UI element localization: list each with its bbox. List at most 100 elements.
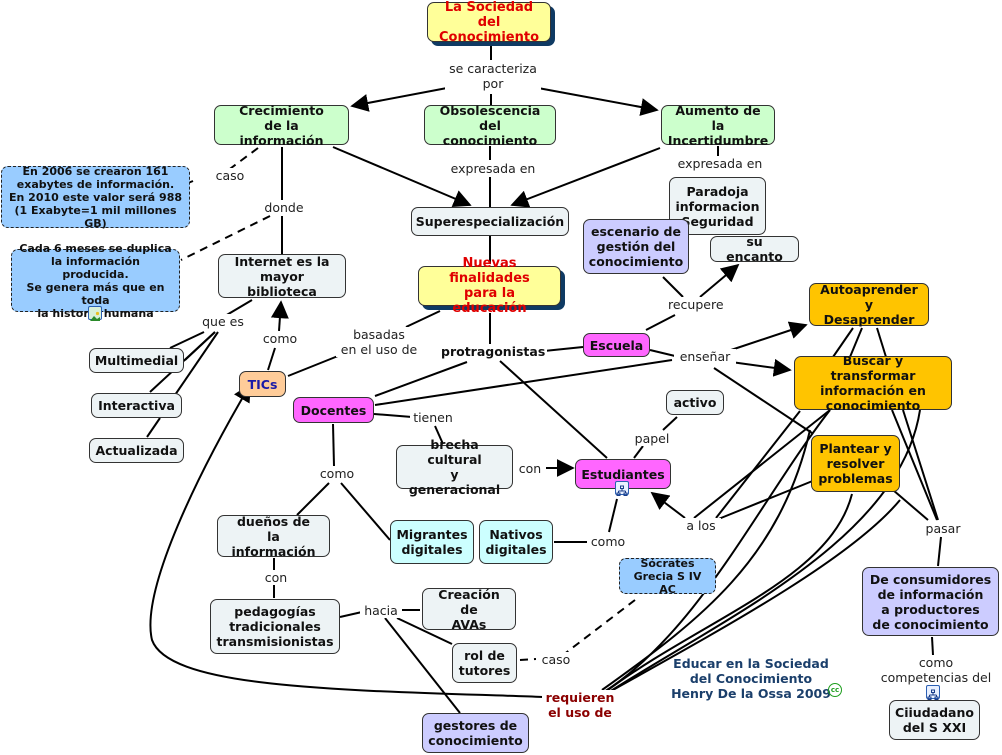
- link-label-a-los: a los: [681, 518, 721, 533]
- connector: [373, 413, 413, 418]
- connector: [715, 410, 801, 519]
- title-node[interactable]: La Sociedad del Conocimiento: [427, 0, 551, 45]
- node-internet[interactable]: Internet es la mayor biblioteca: [218, 254, 346, 299]
- connector: [645, 314, 676, 331]
- link-label-con: con: [514, 461, 546, 476]
- connector: [662, 416, 678, 431]
- node-docentes[interactable]: Docentes: [293, 397, 374, 423]
- dashed-connector: [562, 599, 636, 656]
- link-label-hacia: hacia: [360, 603, 402, 618]
- node-ciudadano[interactable]: Ciiudadano del S XXI: [889, 700, 980, 740]
- link-label-protagonistas: protragonistas: [439, 344, 547, 359]
- connector: [374, 361, 468, 397]
- connector: [892, 489, 929, 521]
- node-interactiva[interactable]: Interactiva: [91, 393, 182, 418]
- connector-arrow: [650, 491, 686, 519]
- node-tics[interactable]: TICs: [239, 371, 286, 397]
- connector: [649, 349, 676, 357]
- connector: [340, 482, 391, 541]
- node-obsolescencia[interactable]: Obsolescencia del conocimiento: [424, 103, 556, 148]
- node-consumidores[interactable]: De consumidores de información a product…: [862, 567, 999, 636]
- connector: [374, 359, 673, 406]
- note-exabytes[interactable]: En 2006 se crearon 161 exabytes de infor…: [1, 165, 190, 230]
- connector: [693, 409, 831, 519]
- connector: [384, 617, 461, 714]
- connector: [608, 498, 618, 533]
- link-label-requieren: requieren el uso de: [542, 690, 618, 720]
- node-migrantes[interactable]: Migrantes digitales: [390, 520, 474, 564]
- concept-map-link-icon[interactable]: [615, 481, 629, 496]
- connector: [902, 409, 939, 521]
- connector: [267, 347, 276, 371]
- link-label-ensenar: enseñar: [674, 349, 736, 364]
- connector-arrow: [537, 87, 659, 116]
- link-label-caso: caso: [211, 168, 249, 183]
- node-gestores[interactable]: gestores de conocimiento: [422, 713, 529, 753]
- connector: [543, 346, 584, 352]
- connector: [339, 611, 363, 618]
- connector: [169, 331, 205, 349]
- connector-arrow: [730, 358, 792, 377]
- link-label-con-duenos: con: [260, 570, 292, 585]
- connector: [296, 482, 330, 516]
- node-autoaprender[interactable]: Autoaprender y Desaprender: [809, 282, 929, 327]
- connector: [146, 417, 161, 438]
- node-su-encanto[interactable]: su encanto: [710, 234, 799, 264]
- link-label-como-docentes: como: [316, 466, 358, 481]
- connector: [603, 409, 831, 693]
- connector: [937, 536, 942, 567]
- link-label-competencias: como competencias del: [878, 655, 994, 685]
- dashed-connector: [519, 658, 537, 661]
- node-escenario[interactable]: escenario de gestión del conocimiento: [583, 219, 689, 274]
- connector: [662, 276, 684, 298]
- node-rol-tutores[interactable]: rol de tutores: [452, 643, 517, 683]
- link-label-expresada: expresada en: [445, 161, 541, 176]
- link-label-recupere: recupere: [666, 297, 724, 312]
- link-label-tienen: tienen: [410, 410, 456, 425]
- image-icon[interactable]: [88, 306, 102, 321]
- node-plantear[interactable]: Plantear y resolver problemas: [811, 435, 900, 492]
- link-label-que-es: que es: [199, 314, 247, 329]
- connector-arrow: [699, 263, 740, 298]
- link-label-basadas: basadas en el uso de: [336, 327, 422, 357]
- connector-arrow: [270, 300, 289, 332]
- connector: [184, 331, 216, 361]
- node-activo[interactable]: activo: [666, 390, 724, 415]
- link-label-como-tics: como: [258, 331, 302, 346]
- link-label-expresada-2: expresada en: [674, 156, 766, 171]
- creative-commons-icon[interactable]: cc: [828, 683, 842, 697]
- connector-arrow: [332, 146, 472, 207]
- note-duplica[interactable]: Cada 6 meses se duplica la información p…: [11, 242, 180, 320]
- credit-text: Educar en la Sociedad del Conocimiento H…: [671, 656, 831, 701]
- node-escuela[interactable]: Escuela: [583, 333, 650, 357]
- link-label-donde: donde: [260, 200, 308, 215]
- node-actualizada[interactable]: Actualizada: [89, 438, 184, 463]
- link-label-papel: papel: [630, 431, 674, 446]
- node-nuevas-finalidades[interactable]: Nuevas finalidades para la educación: [418, 256, 561, 316]
- node-buscar-transformar[interactable]: Buscar y transformar información en cono…: [794, 353, 952, 413]
- link-label-caso-socrates: caso: [536, 652, 576, 667]
- node-pedagogias[interactable]: pedagogías tradicionales transmisionista…: [210, 599, 340, 654]
- node-crecimiento[interactable]: Crecimiento de la información: [214, 103, 349, 148]
- connector: [332, 423, 335, 467]
- link-label-como-estudiantes: como: [587, 534, 629, 549]
- connector: [287, 355, 339, 377]
- link-label-caracteriza: se caracteriza por: [445, 61, 541, 91]
- connector-arrow: [730, 321, 808, 351]
- node-duenos[interactable]: dueños de la información: [217, 514, 330, 559]
- connector-arrow: [510, 147, 661, 208]
- connector: [499, 360, 608, 459]
- connector: [633, 445, 644, 459]
- connector: [931, 636, 934, 656]
- node-creacion-avas[interactable]: Creación de AVAs: [422, 587, 516, 632]
- note-socrates[interactable]: Sócrates Grecia S IV AC: [619, 557, 716, 596]
- node-superespecializacion[interactable]: Superespecialización: [411, 207, 569, 236]
- node-brecha[interactable]: brecha cultural y generacional: [396, 437, 513, 497]
- node-multimedial[interactable]: Multimedial: [89, 348, 184, 373]
- node-aumento[interactable]: Aumento de la Incertidumbre: [661, 103, 775, 148]
- connector: [715, 479, 816, 521]
- node-nativos[interactable]: Nativos digitales: [479, 520, 553, 564]
- link-label-pasar: pasar: [921, 521, 965, 536]
- concept-map-link-icon[interactable]: [926, 685, 940, 700]
